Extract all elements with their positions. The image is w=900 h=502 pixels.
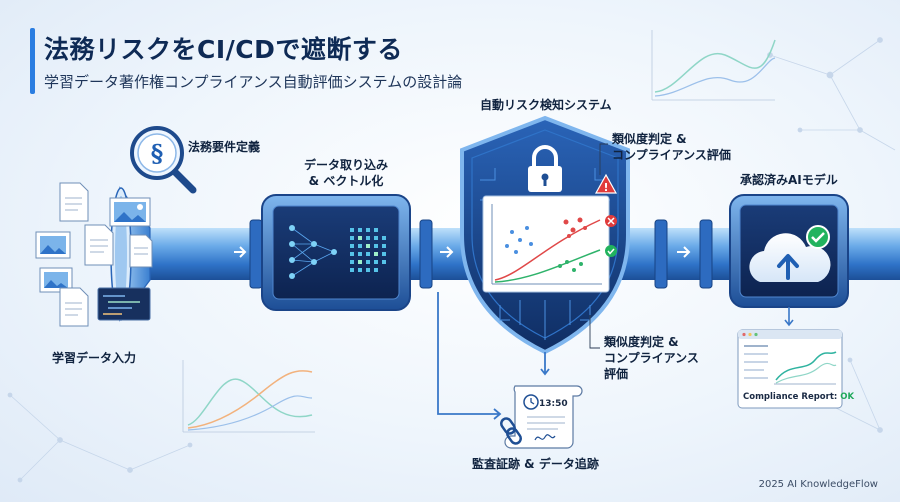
network-decoration [7, 37, 896, 483]
audit-scroll [500, 385, 583, 449]
check-icon [806, 225, 830, 249]
report-status: OK [840, 392, 855, 402]
label-ingest-line1: データ取り込み [303, 158, 388, 172]
footer-credit: 2025 AI KnowledgeFlow [758, 479, 878, 490]
flow-arrow [677, 246, 691, 258]
warning-icon: ! [594, 173, 618, 194]
document-icon [84, 224, 114, 266]
label-risk-system: 自動リスク検知システム [480, 98, 612, 112]
label-approved-model: 承認済みAIモデル [740, 173, 838, 187]
legal-magnifier-icon: § [130, 126, 197, 194]
flow-arrow [440, 246, 454, 258]
check-icon [605, 245, 617, 257]
svg-text:!: ! [603, 181, 608, 194]
document-icon [59, 182, 89, 222]
clock-icon [523, 394, 539, 410]
signature-icon [534, 434, 556, 441]
title-accent-bar [30, 28, 35, 94]
document-icon [129, 234, 153, 268]
label-similarity-top: 類似度判定 & コンプライアンス評価 [612, 131, 731, 163]
image-icon [35, 231, 71, 259]
flow-arrow [234, 246, 247, 258]
label-training-data-input: 学習データ入力 [52, 351, 137, 365]
label-similarity-bottom: 類似度判定 & コンプライアンス 評価 [604, 334, 699, 382]
label-similarity-top-line2: コンプライアンス評価 [612, 148, 731, 162]
label-similarity-top-line1: 類似度判定 & [612, 132, 687, 146]
compliance-report-card [737, 329, 843, 409]
similarity-plot [491, 204, 602, 285]
report-arrow [784, 307, 794, 327]
svg-text:§: § [151, 139, 164, 168]
neural-net-graphic [291, 227, 335, 277]
label-similarity-bottom-line1: 類似度判定 & [604, 335, 679, 349]
risk-shield: ! [460, 115, 630, 355]
label-leaders [589, 143, 608, 349]
label-similarity-bottom-line2: コンプライアンス [604, 351, 699, 365]
cross-icon [605, 215, 617, 227]
image-icon [109, 197, 151, 227]
label-ingest: データ取り込み & ベクトル化 [296, 157, 396, 189]
report-prefix: Compliance Report: [743, 392, 841, 402]
ingest-module [261, 194, 411, 311]
compliance-report-text: Compliance Report: OK [743, 392, 854, 402]
audit-branch [437, 292, 550, 420]
page-title: 法務リスクをCI/CDで遮断する [44, 35, 403, 64]
label-legal-requirements: 法務要件定義 [188, 140, 261, 154]
cloud-upload-icon [749, 233, 831, 282]
document-icon [59, 287, 89, 327]
code-file-icon [97, 287, 151, 321]
decor-chart-top [651, 30, 776, 101]
training-files-cluster [35, 182, 153, 327]
label-audit-trail: 監査証跡 & データ追跡 [472, 457, 599, 471]
label-ingest-line2: & ベクトル化 [308, 174, 384, 188]
decor-chart-bottom [182, 360, 315, 433]
approved-model-module [729, 194, 849, 308]
vector-grid-graphic [350, 228, 386, 272]
clock-time: 13:50 [539, 399, 568, 409]
page-subtitle: 学習データ著作権コンプライアンス自動評価システムの設計論 [44, 73, 463, 91]
lock-icon [528, 145, 562, 192]
chain-link-icon [500, 417, 522, 445]
label-similarity-bottom-line3: 評価 [604, 367, 629, 381]
